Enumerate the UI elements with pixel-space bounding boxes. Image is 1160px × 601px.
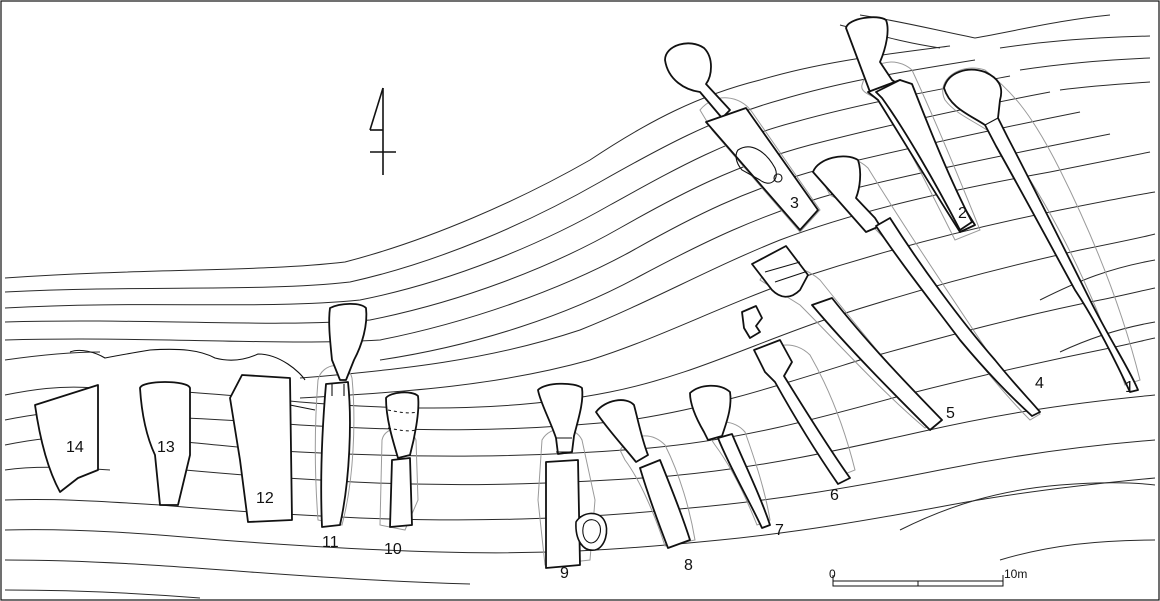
tomb-label-2: 2 xyxy=(958,205,967,222)
scale-bar: 0 10m xyxy=(829,567,1027,587)
tomb-10 xyxy=(379,391,420,531)
tomb-label-12: 12 xyxy=(256,490,274,507)
scale-start-label: 0 xyxy=(829,567,836,581)
tomb-8 xyxy=(595,399,696,549)
tomb-label-9: 9 xyxy=(560,565,569,582)
tomb-7 xyxy=(689,384,771,529)
tomb-5 xyxy=(751,245,943,431)
tomb-14 xyxy=(34,384,99,493)
tomb-label-13: 13 xyxy=(157,439,175,456)
mound-outline xyxy=(69,348,306,381)
tomb-11 xyxy=(314,302,368,528)
tomb-label-7: 7 xyxy=(775,522,784,539)
tomb-label-1: 1 xyxy=(1125,379,1134,396)
tomb-4 xyxy=(812,155,1041,421)
tomb-label-10: 10 xyxy=(384,541,402,558)
tomb-1 xyxy=(942,67,1141,393)
tomb-6 xyxy=(741,305,856,485)
tomb-3 xyxy=(664,42,821,233)
tomb-labels: 1 2 3 4 5 6 7 8 9 10 11 12 13 14 xyxy=(66,195,1134,582)
tomb-label-11: 11 xyxy=(322,534,339,551)
tomb-9 xyxy=(537,382,608,569)
tomb-label-8: 8 xyxy=(684,557,693,574)
tomb-label-5: 5 xyxy=(946,405,955,422)
tomb-label-6: 6 xyxy=(830,487,839,504)
tomb-label-14: 14 xyxy=(66,439,84,456)
tomb-13 xyxy=(139,381,191,506)
tomb-2 xyxy=(845,16,981,241)
tomb-label-3: 3 xyxy=(790,195,799,212)
north-arrow-icon xyxy=(369,87,396,175)
tomb-label-4: 4 xyxy=(1035,375,1044,392)
tomb-12 xyxy=(229,374,316,523)
scale-end-label: 10m xyxy=(1004,567,1027,581)
